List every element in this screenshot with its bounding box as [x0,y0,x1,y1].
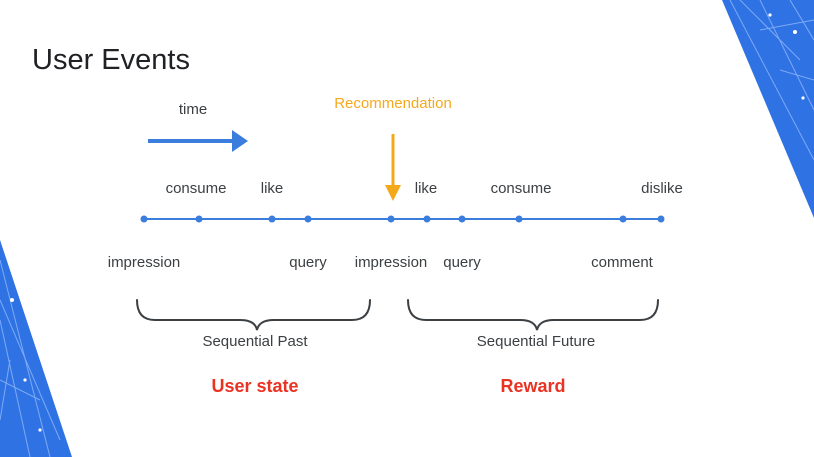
recommendation-arrow-icon [385,134,401,201]
slide-title: User Events [32,44,190,76]
time-arrow-icon [148,130,248,152]
brace-sequential-future [407,299,659,331]
corner-network-decoration-bottom-left [0,240,72,457]
event-label-impression: impression [107,254,181,271]
timeline-point-impression [140,215,148,223]
timeline-point-query [304,215,312,223]
corner-network-decoration-top-right [722,0,814,218]
timeline-point-query-2 [458,215,466,223]
timeline-point-like [268,215,276,223]
event-label-consume: consume [165,180,227,197]
recommendation-label: Recommendation [334,95,452,112]
reward-label: Reward [500,376,566,396]
event-label-query: query [289,254,327,271]
event-label-impression-2: impression [354,254,428,271]
event-label-comment: comment [591,254,653,271]
event-label-consume-2: consume [490,180,552,197]
time-label: time [178,101,208,118]
timeline-point-like-2 [423,215,431,223]
group-label-sequential-past: Sequential Past [202,333,308,350]
timeline-point-impression-2 [387,215,395,223]
event-label-like: like [260,180,284,197]
timeline-point-dislike [657,215,665,223]
event-label-dislike: dislike [641,180,683,197]
user-state-label: User state [211,376,299,396]
brace-sequential-past [136,299,371,331]
timeline-point-consume-2 [515,215,523,223]
event-label-query-2: query [443,254,481,271]
timeline-point-consume [195,215,203,223]
event-label-like-2: like [414,180,438,197]
timeline-point-comment [619,215,627,223]
timeline [140,215,665,223]
group-label-sequential-future: Sequential Future [476,333,596,350]
